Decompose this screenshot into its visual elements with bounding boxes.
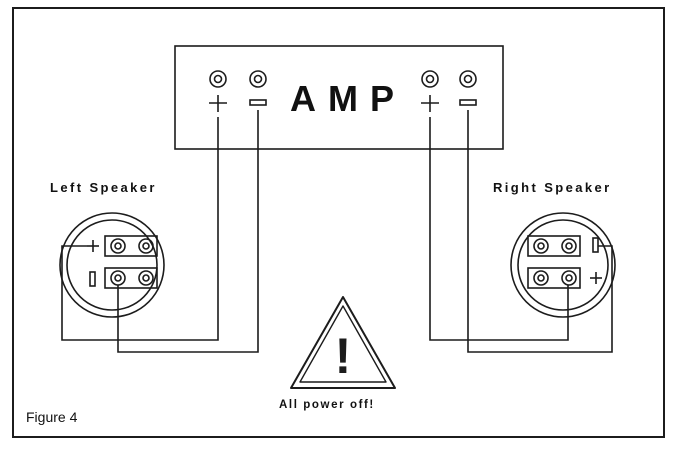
left-speaker-label: Left Speaker xyxy=(50,180,157,195)
wire-left-negative xyxy=(117,110,259,353)
amplifier-box xyxy=(174,45,504,150)
amp-left-positive-terminal xyxy=(209,70,227,112)
right-speaker xyxy=(510,212,616,318)
left-speaker-positive-terminal xyxy=(87,235,158,257)
amp-label: AMP xyxy=(290,78,406,119)
warning-exclamation: ! xyxy=(335,328,352,384)
left-speaker-negative-terminal xyxy=(89,267,158,289)
wire-right-positive xyxy=(429,117,569,341)
diagram-frame xyxy=(12,7,665,438)
amp-left-negative-terminal xyxy=(249,70,267,106)
amp-right-negative-terminal xyxy=(459,70,477,106)
wire-left-positive xyxy=(61,117,219,341)
right-speaker-negative-terminal xyxy=(527,235,599,257)
right-speaker-label: Right Speaker xyxy=(493,180,612,195)
right-speaker-positive-terminal xyxy=(527,267,602,289)
amp-right-positive-terminal xyxy=(421,70,439,112)
left-speaker xyxy=(59,212,165,318)
warning-triangle-icon xyxy=(290,296,396,389)
warning-text: All power off! xyxy=(279,399,375,411)
figure-caption: Figure 4 xyxy=(26,409,78,425)
wire-right-negative xyxy=(467,110,613,353)
